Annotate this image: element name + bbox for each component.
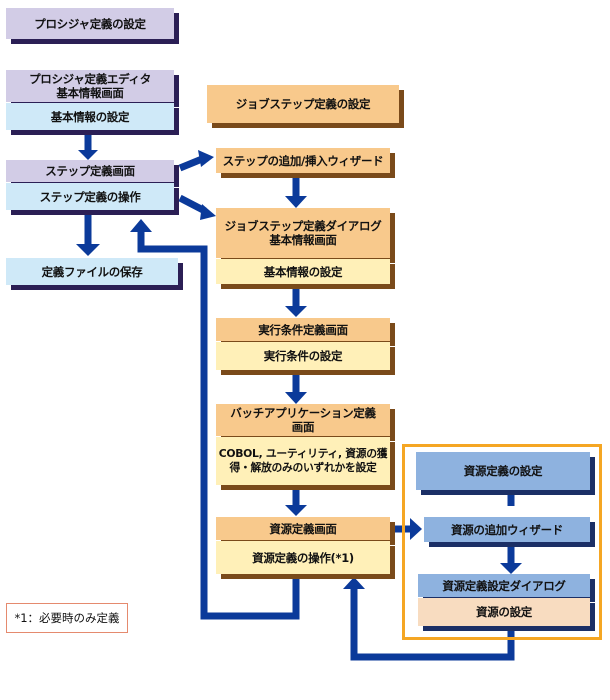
- resource-setting-box: 資源の設定: [418, 598, 590, 626]
- step-add-wizard-box: ステップの追加/挿入ウィザード: [216, 148, 390, 173]
- resource-screen-box: 資源定義画面: [216, 517, 390, 540]
- head-reswizard-to-dialog: [500, 563, 522, 574]
- head-basic-to-step: [78, 150, 98, 160]
- head-wizard-to-dialog: [285, 196, 307, 208]
- arrow-step-to-wizard: [178, 155, 204, 172]
- head-loop-to-step: [130, 219, 152, 232]
- head-resource-to-wizard: [410, 518, 422, 540]
- batch-app-setting-box: COBOL, ユーティリティ, 資源の獲 得・解放のみのいずれかを設定: [216, 437, 390, 485]
- batch-app-screen-box: バッチアプリケーション定義 画面: [216, 404, 390, 436]
- resource-operation-box: 資源定義の操作(*1): [216, 541, 390, 574]
- resource-def-setting-box: 資源定義の設定: [416, 452, 590, 490]
- resource-add-wizard-box: 資源の追加ウィザード: [424, 517, 590, 542]
- head-basic-to-exec: [285, 306, 307, 317]
- procedure-setting-box: プロシジャ定義の設定: [6, 8, 174, 39]
- head-step-to-save: [76, 244, 100, 256]
- footnote: *1：必要時のみ定義: [6, 603, 128, 633]
- exec-cond-setting-box: 実行条件の設定: [216, 342, 390, 370]
- step-screen-box: ステップ定義画面: [6, 160, 174, 182]
- arrow-loop-to-step: [137, 232, 300, 620]
- head-step-to-dialog: [200, 204, 216, 220]
- resource-def-dialog-box: 資源定義設定ダイアログ: [418, 574, 590, 597]
- arrow-loop-to-resource: [350, 589, 515, 661]
- head-batch-to-resource: [285, 505, 307, 516]
- head-step-to-wizard: [198, 150, 214, 167]
- jobstep-setting-box: ジョブステップ定義の設定: [207, 85, 399, 123]
- exec-cond-screen-box: 実行条件定義画面: [216, 318, 390, 341]
- procedure-editor-box: プロシジャ定義エディタ 基本情報画面: [6, 70, 174, 102]
- jobstep-dialog-box: ジョブステップ定義ダイアログ 基本情報画面: [216, 208, 390, 258]
- head-loop-to-resource: [343, 577, 365, 589]
- basic-info-setting-right-box: 基本情報の設定: [216, 259, 390, 284]
- head-exec-to-batch: [285, 392, 307, 404]
- resource-group-frame: [402, 444, 602, 640]
- save-definition-file-box: 定義ファイルの保存: [6, 258, 178, 285]
- arrow-step-to-dialog: [178, 194, 207, 215]
- basic-info-setting-left-box: 基本情報の設定: [6, 103, 174, 130]
- step-operation-box: ステップ定義の操作: [6, 183, 174, 210]
